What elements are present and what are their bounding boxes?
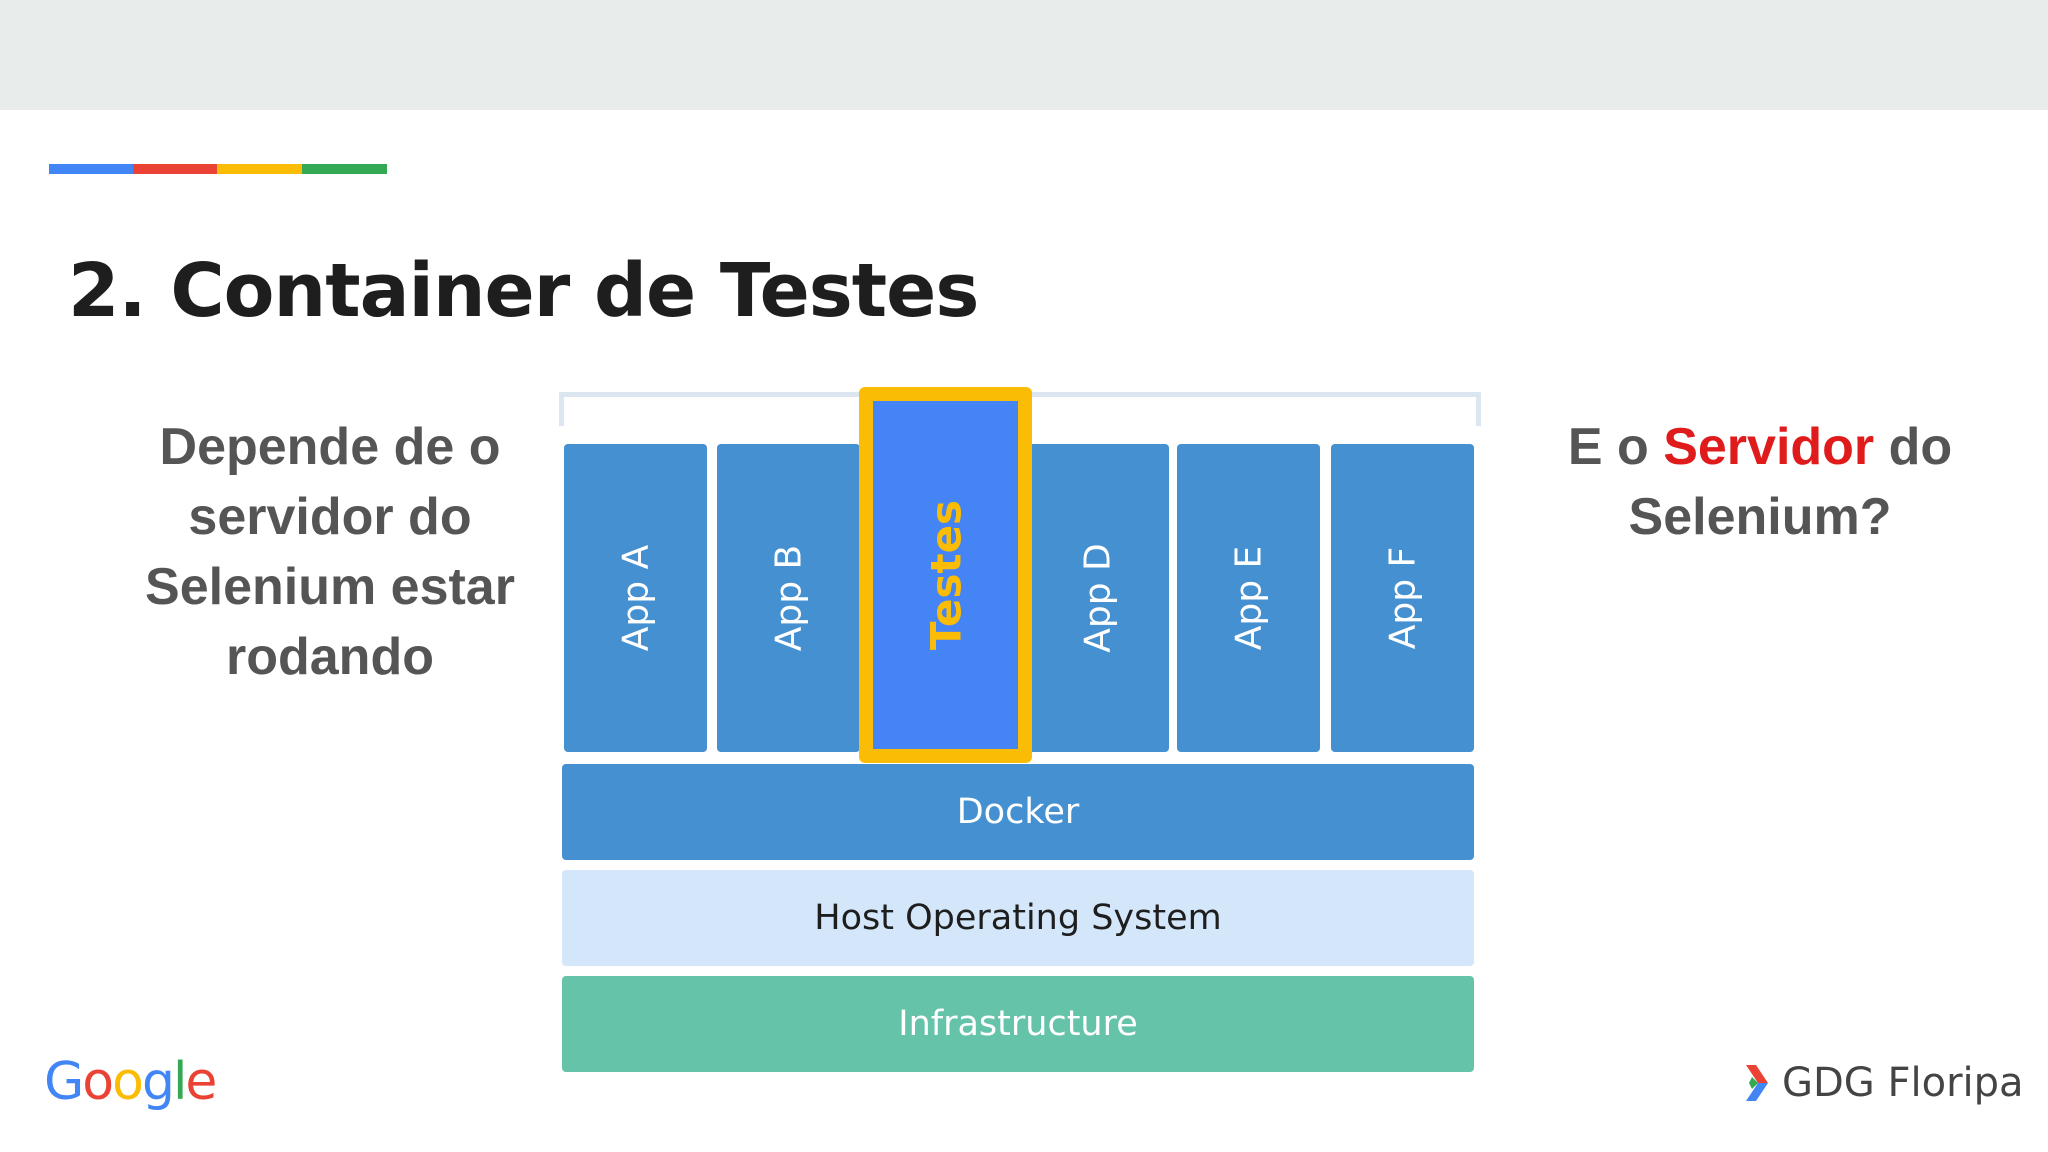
- gdg-floripa-label: GDG Floripa: [1782, 1060, 2024, 1106]
- right-question: E o Servidor do Selenium?: [1560, 412, 1960, 552]
- testes-label: Testes: [921, 499, 970, 651]
- stripe-red: [133, 164, 217, 174]
- app-f-container: App F: [1331, 444, 1474, 752]
- slide-title: 2. Container de Testes: [68, 248, 979, 334]
- google-letter-o2: o: [112, 1052, 144, 1112]
- app-a-label: App A: [615, 544, 656, 652]
- google-letter-g2: g: [141, 1052, 175, 1112]
- question-highlight: Servidor: [1663, 418, 1875, 476]
- docker-label: Docker: [956, 792, 1080, 832]
- stripe-blue: [49, 164, 133, 174]
- question-prefix: E o: [1567, 418, 1649, 476]
- google-letter-g: G: [44, 1052, 84, 1112]
- app-b-container: App B: [717, 444, 860, 752]
- app-d-container: App D: [1026, 444, 1169, 752]
- infrastructure-layer: Infrastructure: [562, 976, 1474, 1072]
- app-a-container: App A: [564, 444, 707, 752]
- left-statement: Depende de o servidor do Selenium estar …: [145, 418, 515, 686]
- docker-layer: Docker: [562, 764, 1474, 860]
- stripe-green: [302, 164, 387, 174]
- infrastructure-label: Infrastructure: [898, 1004, 1138, 1044]
- question-suffix: do Selenium?: [1628, 418, 1953, 546]
- gdg-logo: GDG Floripa: [1744, 1060, 2024, 1106]
- app-d-label: App D: [1077, 543, 1118, 653]
- google-letter-l: l: [172, 1052, 188, 1112]
- google-logo: Google: [44, 1052, 217, 1112]
- host-os-label: Host Operating System: [814, 898, 1222, 938]
- stripe-yellow: [217, 164, 302, 174]
- gdg-chevron-icon: [1746, 1065, 1768, 1101]
- google-letter-e: e: [185, 1052, 217, 1112]
- app-b-label: App B: [768, 544, 809, 652]
- top-banner: [0, 0, 2048, 110]
- google-letter-o1: o: [82, 1052, 114, 1112]
- app-e-container: App E: [1177, 444, 1320, 752]
- host-os-layer: Host Operating System: [562, 870, 1474, 966]
- app-f-label: App F: [1382, 546, 1423, 650]
- app-e-label: App E: [1228, 545, 1269, 651]
- testes-container-highlighted: Testes: [859, 387, 1032, 763]
